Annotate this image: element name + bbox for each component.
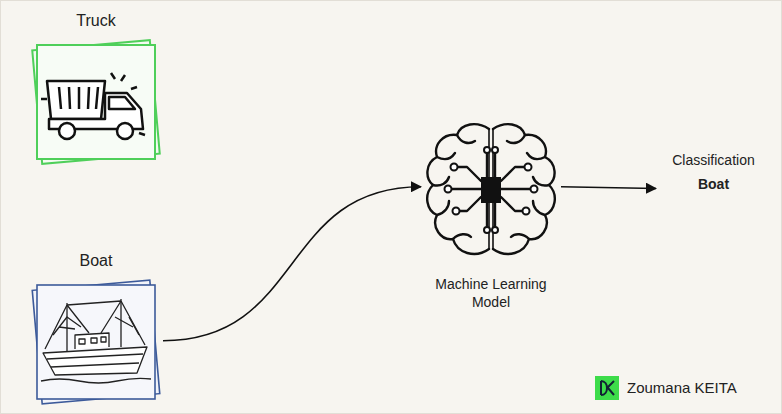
logo-icon xyxy=(595,376,619,400)
flow-arrow xyxy=(163,187,421,341)
image-card: Boat xyxy=(29,251,163,407)
node-sublabel: Boat xyxy=(656,175,771,193)
truck-card xyxy=(29,37,163,167)
brain-icon xyxy=(421,117,561,267)
node-label: Machine Learning Model xyxy=(431,275,551,311)
node-label: Truck xyxy=(29,11,163,31)
model-node: Machine Learning Model xyxy=(421,117,561,322)
node-label: Boat xyxy=(29,251,163,271)
output-node: ClassificationBoat xyxy=(656,151,771,203)
author-watermark: Zoumana KEITA xyxy=(627,378,737,398)
flow-arrow xyxy=(561,187,656,189)
image-card: Truck xyxy=(29,11,163,167)
boat-card xyxy=(29,277,163,407)
node-label: Classification xyxy=(656,151,771,169)
